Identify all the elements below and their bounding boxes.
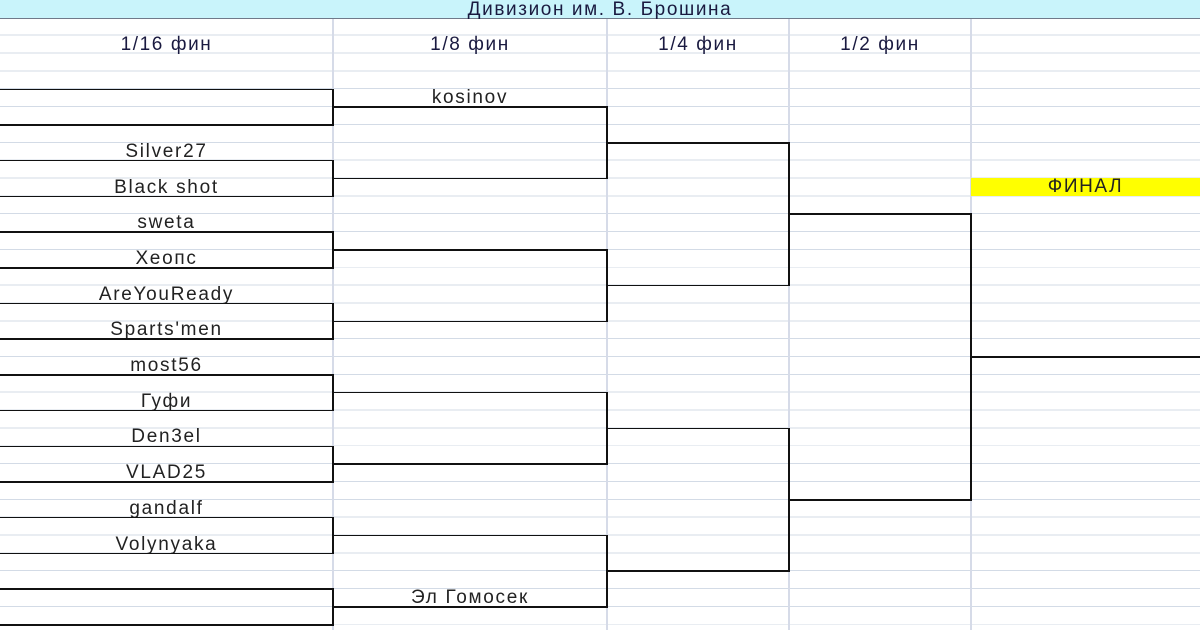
player-slot-r32[interactable]: Sparts'men [110, 319, 223, 341]
column-gridline [788, 19, 790, 630]
bracket-line [0, 588, 334, 590]
bracket-line [333, 391, 608, 394]
bracket-line [607, 142, 790, 144]
player-slot-r32[interactable]: Silver27 [125, 140, 208, 162]
player-slot-r32[interactable] [0, 607, 333, 625]
bracket-line [0, 88, 334, 90]
bracket-line [333, 106, 608, 108]
bracket-line [607, 427, 790, 430]
bracket-line [0, 552, 334, 555]
bracket-line [607, 570, 790, 572]
bracket-line [333, 534, 608, 537]
header-semifinal: 1/2 фин [840, 34, 920, 55]
player-slot-r16[interactable] [333, 161, 607, 179]
player-slot-r16[interactable] [333, 446, 607, 464]
player-slot-r32[interactable]: sweta [137, 212, 196, 234]
header-round-of-16: 1/8 фин [430, 34, 510, 55]
bracket-line [0, 409, 334, 412]
player-slot-r32[interactable] [0, 107, 333, 125]
player-slot-r16[interactable]: kosinov [431, 87, 509, 109]
bracket-line [0, 302, 334, 305]
header-quarterfinal: 1/4 фин [658, 34, 738, 55]
player-slot-r32[interactable]: Black shot [114, 176, 219, 198]
bracket-line [0, 231, 334, 233]
bracket-line [0, 267, 334, 269]
player-slot-r32[interactable]: Гуфи [140, 390, 193, 412]
player-slot-r16[interactable] [333, 375, 607, 393]
player-slot-r32[interactable]: Den3el [131, 426, 202, 448]
bracket-line [0, 516, 334, 519]
player-slot-r16[interactable] [333, 232, 607, 250]
bracket-line [0, 124, 334, 126]
bracket-line [333, 320, 608, 323]
bracket-line [0, 624, 334, 626]
division-title: Дивизион им. В. Брошина [0, 0, 1200, 19]
player-slot-r16[interactable] [333, 518, 607, 536]
bracket-line [0, 481, 334, 483]
player-slot-r32[interactable]: Хеопс [135, 247, 198, 269]
player-slot-r32[interactable]: most56 [130, 355, 203, 376]
column-gridline [606, 19, 608, 630]
bracket-line [333, 463, 608, 465]
bracket-line [333, 249, 608, 251]
bracket-line [0, 159, 334, 162]
bracket-line [789, 213, 972, 215]
final-line [971, 356, 1200, 358]
bracket-line [607, 284, 790, 287]
player-slot-r32[interactable] [0, 71, 333, 89]
player-slot-r32[interactable]: Volynyaka [115, 533, 218, 555]
bracket-line [0, 338, 334, 340]
bracket-line [0, 445, 334, 447]
bracket-line [333, 177, 608, 180]
player-slot-r32[interactable]: AreYouReady [98, 283, 235, 305]
bracket-line [333, 606, 608, 608]
header-round-of-32: 1/16 фин [120, 34, 213, 55]
player-slot-r32[interactable] [0, 571, 333, 589]
player-slot-r32[interactable]: gandalf [129, 497, 204, 519]
bracket-line [0, 374, 334, 376]
player-slot-r32[interactable]: VLAD25 [126, 462, 207, 484]
bracket-line [0, 195, 334, 198]
player-slot-r16[interactable]: Эл Гомосек [411, 587, 529, 609]
player-slot-r16[interactable] [333, 303, 607, 321]
bracket-line [789, 499, 972, 501]
final-label: ФИНАЛ [971, 177, 1200, 196]
